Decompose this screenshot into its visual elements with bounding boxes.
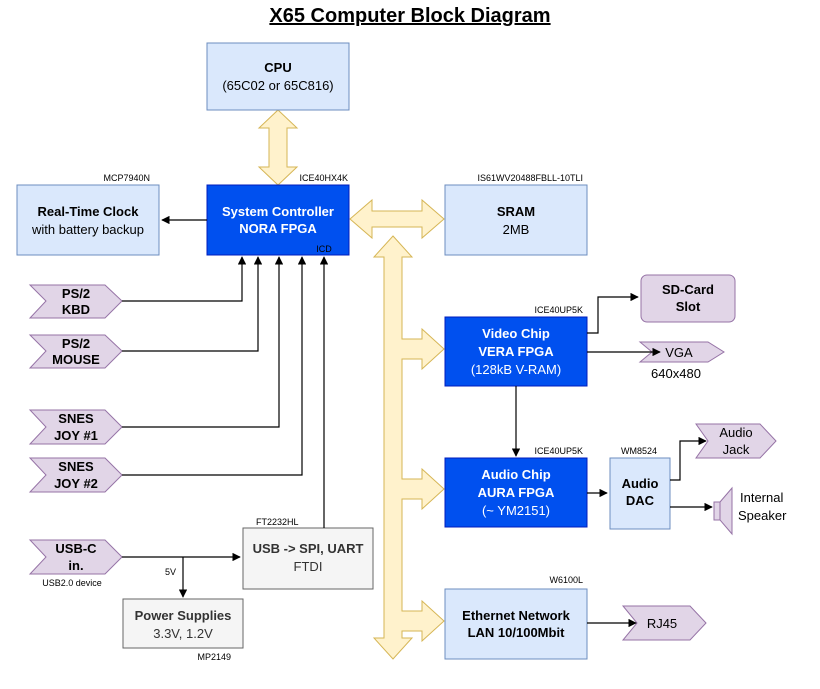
snes1-line2: JOY #1 — [54, 428, 98, 443]
ftdi-block: FT2232HL USB -> SPI, UART FTDI — [242, 517, 374, 590]
snes1-line1: SNES — [58, 411, 94, 426]
sdcard-line2: Slot — [676, 299, 701, 314]
vga-label: VGA — [665, 345, 693, 360]
main-bus-arrow — [372, 235, 445, 660]
diagram-title: X65 Computer Block Diagram — [269, 5, 550, 27]
ps2kbd-wire — [122, 256, 247, 302]
sram-desc: 2MB — [503, 222, 530, 237]
rtc-label: Real-Time Clock — [38, 204, 140, 219]
syscon-desc: NORA FPGA — [239, 221, 317, 236]
rtc-desc: with battery backup — [31, 222, 144, 237]
sram-label: SRAM — [497, 204, 535, 219]
jack-wire — [670, 436, 707, 481]
ps2-kbd-connector: PS/2 KBD — [28, 284, 123, 319]
syscon-pin: ICD — [316, 244, 332, 254]
speaker-line2: Speaker — [738, 508, 787, 523]
cpu-label: CPU — [264, 60, 291, 75]
audio-extra: (~ YM2151) — [482, 503, 550, 518]
rtc-block: MCP7940N Real-Time Clock with battery ba… — [16, 173, 160, 256]
usb-c-connector: USB-C in. USB2.0 device — [28, 539, 123, 588]
audio-label: Audio Chip — [481, 467, 550, 482]
ps2-mouse-connector: PS/2 MOUSE — [28, 334, 123, 369]
usbc-line1: USB-C — [55, 541, 97, 556]
snes-joy2-connector: SNES JOY #2 — [28, 457, 123, 493]
audio-chip-block: ICE40UP5K Audio Chip AURA FPGA (~ YM2151… — [444, 446, 588, 528]
speaker-icon: Internal Speaker — [713, 486, 787, 536]
video-extra: (128kB V-RAM) — [471, 362, 561, 377]
rj45-connector: RJ45 — [621, 605, 707, 641]
cpu-bus-arrow — [257, 109, 299, 186]
video-chip-block: ICE40UP5K Video Chip VERA FPGA (128kB V-… — [444, 305, 588, 387]
jack-line1: Audio — [719, 425, 752, 440]
power-label: Power Supplies — [135, 608, 232, 623]
vga-res: 640x480 — [651, 366, 701, 381]
ps2kbd-line1: PS/2 — [62, 286, 90, 301]
ftdi-part: FT2232HL — [256, 517, 299, 527]
eth-part: W6100L — [549, 575, 583, 585]
speaker-line1: Internal — [740, 490, 783, 505]
power-rail: 5V — [165, 567, 176, 577]
dac-line1: Audio — [622, 476, 659, 491]
snes-joy1-connector: SNES JOY #1 — [28, 409, 123, 445]
power-part: MP2149 — [197, 652, 231, 662]
audio-dac-block: WM8524 Audio DAC — [609, 446, 671, 530]
snes2-line1: SNES — [58, 459, 94, 474]
sram-bus-arrow — [349, 198, 445, 240]
syscon-part: ICE40HX4K — [299, 173, 348, 183]
sdcard-line1: SD-Card — [662, 282, 714, 297]
snes2-wire — [122, 256, 307, 476]
ftdi-label: USB -> SPI, UART — [253, 541, 364, 556]
vga-connector: VGA 640x480 — [638, 341, 725, 381]
ps2mouse-wire — [122, 256, 263, 352]
snes1-wire — [122, 256, 284, 428]
ps2mouse-line2: MOUSE — [52, 352, 100, 367]
audio-desc: AURA FPGA — [478, 485, 555, 500]
sdcard-wire — [587, 292, 639, 334]
dac-part: WM8524 — [621, 446, 657, 456]
sd-card-slot: SD-Card Slot — [640, 274, 736, 323]
audio-part: ICE40UP5K — [534, 446, 583, 456]
dac-line2: DAC — [626, 493, 655, 508]
sram-part: IS61WV20488FBLL-10TLI — [477, 173, 583, 183]
cpu-desc: (65C02 or 65C816) — [222, 78, 333, 93]
ethernet-block: W6100L Ethernet Network LAN 10/100Mbit — [444, 575, 588, 660]
snes2-line2: JOY #2 — [54, 476, 98, 491]
video-label: Video Chip — [482, 326, 550, 341]
system-controller-block: ICE40HX4K System Controller NORA FPGA IC… — [206, 173, 350, 256]
power-supplies-block: Power Supplies 3.3V, 1.2V MP2149 — [122, 598, 244, 662]
ftdi-desc: FTDI — [294, 559, 323, 574]
audio-jack-connector: Audio Jack — [695, 423, 777, 459]
usbc-line2: in. — [68, 558, 83, 573]
eth-label: Ethernet Network — [462, 608, 570, 623]
power-desc: 3.3V, 1.2V — [153, 626, 213, 641]
jack-line2: Jack — [723, 442, 750, 457]
usbc-note: USB2.0 device — [42, 578, 102, 588]
ps2kbd-line2: KBD — [62, 302, 90, 317]
syscon-label: System Controller — [222, 204, 334, 219]
rj45-label: RJ45 — [647, 616, 677, 631]
ps2mouse-line1: PS/2 — [62, 336, 90, 351]
cpu-block: CPU (65C02 or 65C816) — [206, 42, 350, 111]
video-part: ICE40UP5K — [534, 305, 583, 315]
eth-desc: LAN 10/100Mbit — [468, 625, 565, 640]
sram-block: IS61WV20488FBLL-10TLI SRAM 2MB — [444, 173, 588, 256]
rtc-part: MCP7940N — [103, 173, 150, 183]
video-desc: VERA FPGA — [478, 344, 554, 359]
